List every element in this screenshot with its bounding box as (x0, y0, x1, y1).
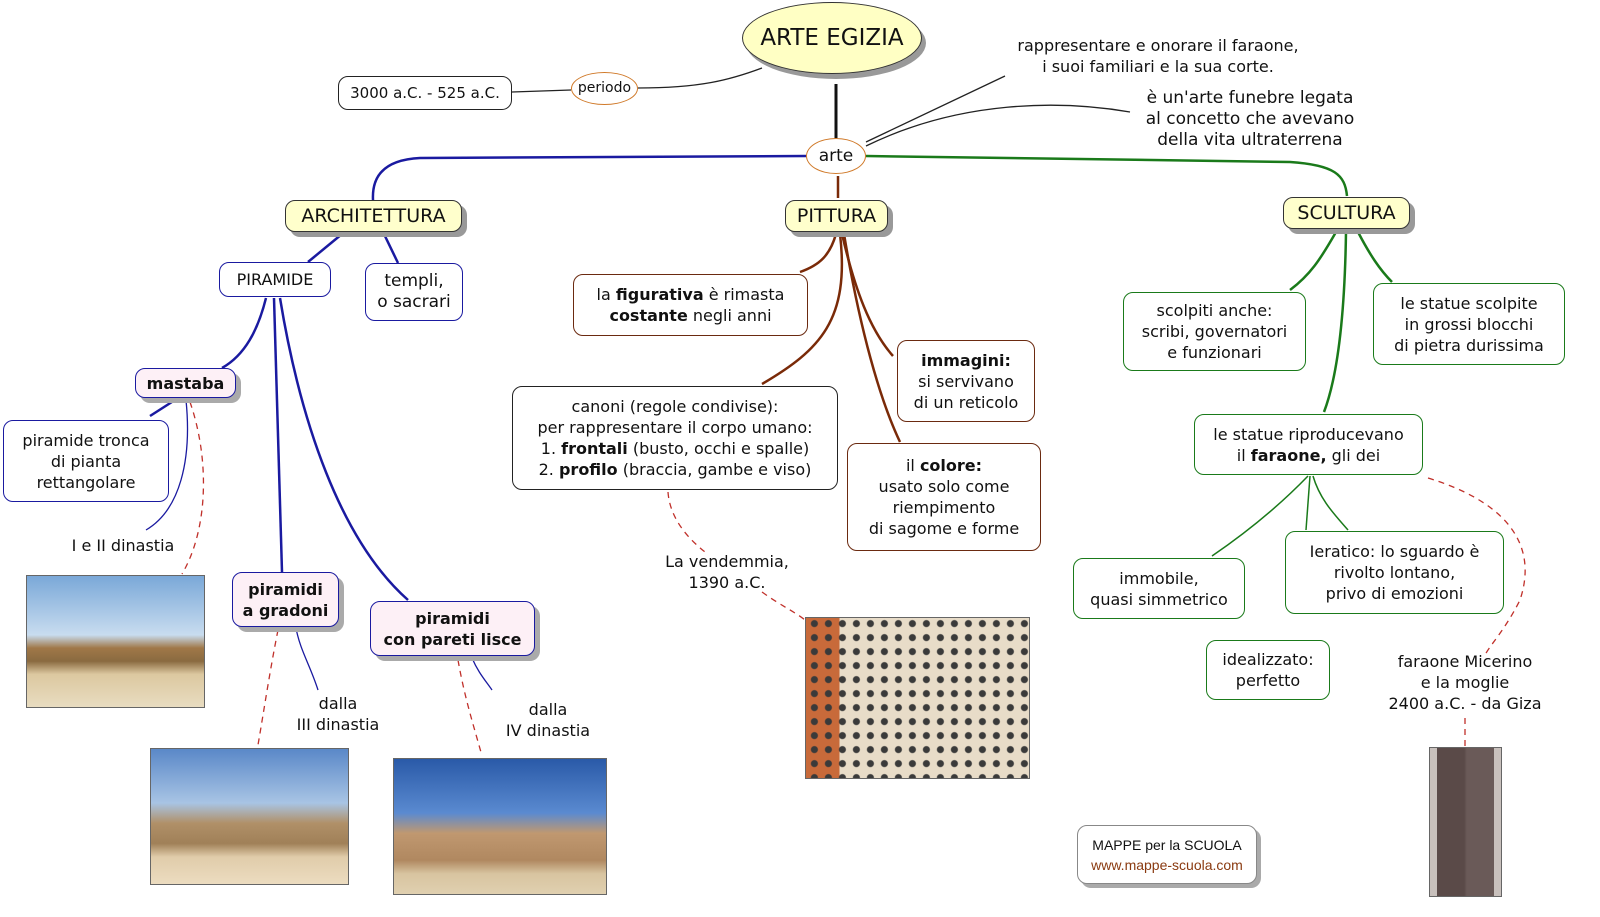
canoni-node: canoni (regole condivise):per rappresent… (512, 386, 838, 490)
colore-node: il colore:usato solo come riempimento di… (847, 443, 1041, 551)
pittura-node: PITTURA (785, 200, 888, 232)
gradoni-node: piramidi a gradoni (232, 572, 339, 627)
vendemmia-label: La vendemmia, 1390 a.C. (665, 552, 789, 592)
scultura-node: SCULTURA (1283, 197, 1410, 229)
mastaba-node: mastaba (135, 368, 236, 398)
immagini-node: immagini:si servivano di un reticolo (897, 340, 1035, 422)
note-faraone: rappresentare e onorare il faraone, i su… (1017, 36, 1299, 76)
piramide-node: PIRAMIDE (219, 262, 331, 297)
immobile-node: immobile, quasi simmetrico (1073, 558, 1245, 619)
dinastia-4-label: dalla IV dinastia (505, 700, 591, 740)
blocchi-node: le statue scolpite in grossi blocchi di … (1373, 283, 1565, 365)
period-value-node: 3000 a.C. - 525 a.C. (338, 76, 512, 110)
ieratico-node: Ieratico: lo sguardo è rivolto lontano, … (1285, 531, 1504, 614)
pareti-lisce-node: piramidi con pareti lisce (370, 601, 535, 656)
piramide-tronca-node: piramide tronca di pianta rettangolare (3, 420, 169, 502)
scolpiti-node: scolpiti anche: scribi, governatori e fu… (1123, 292, 1306, 371)
periodo-link: periodo (571, 72, 638, 105)
templi-node: templi, o sacrari (365, 263, 463, 321)
dinastia-3-label: dalla III dinastia (296, 694, 380, 734)
note-funebre: è un'arte funebre legata al concetto che… (1145, 88, 1355, 150)
arte-link: arte (806, 138, 866, 174)
giza-pyramid-photo (393, 758, 607, 895)
micerino-statue-photo (1429, 747, 1502, 897)
dinastia-1-2-label: I e II dinastia (71, 536, 175, 555)
step-pyramid-photo (150, 748, 349, 885)
architettura-node: ARCHITETTURA (285, 200, 462, 232)
idealizzato-node: idealizzato: perfetto (1206, 640, 1330, 700)
mastaba-photo (26, 575, 205, 708)
micerino-label: faraone Micerino e la moglie 2400 a.C. -… (1388, 652, 1542, 713)
vendemmia-painting (805, 617, 1030, 779)
title-node: ARTE EGIZIA (742, 2, 922, 74)
